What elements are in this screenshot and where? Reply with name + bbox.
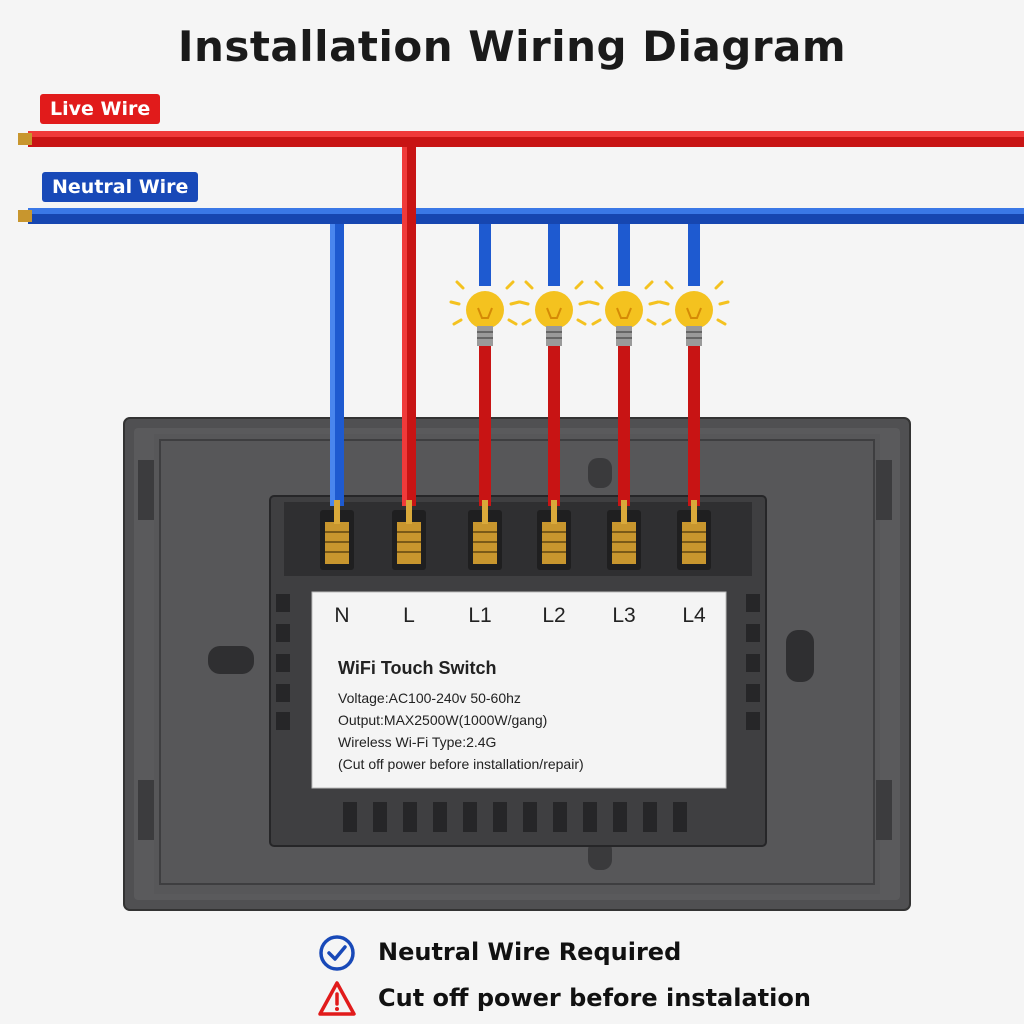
neutral-main-wire (18, 208, 1024, 224)
label-card-voltage: Voltage:AC100-240v 50-60hz (338, 690, 521, 706)
page-title: Installation Wiring Diagram (177, 22, 847, 71)
load-wires (479, 224, 700, 506)
light-bulb-icon (588, 280, 660, 346)
light-bulb-icon (658, 280, 730, 346)
light-bulb-icon (449, 280, 521, 346)
warning-triangle-icon (318, 981, 356, 1016)
live-wire-label: Live Wire (40, 94, 161, 124)
light-bulb-icon (518, 280, 590, 346)
label-card-wireless: Wireless Wi-Fi Type:2.4G (338, 734, 497, 750)
neutral-required-note: Neutral Wire Required (378, 938, 682, 966)
check-circle-icon (319, 935, 355, 971)
terminal-label-l3: L3 (612, 604, 636, 627)
terminal-label-l: L (403, 604, 415, 627)
neutral-wire-label: Neutral Wire (42, 172, 199, 202)
live-drop-wire (402, 147, 416, 506)
label-card-caution: (Cut off power before installation/repai… (338, 756, 584, 772)
label-card-title: WiFi Touch Switch (338, 658, 497, 678)
switch-module-body (269, 495, 767, 847)
neutral-drop-wire (330, 224, 344, 506)
cut-power-note: Cut off power before instalation (378, 984, 811, 1012)
terminal-label-n: N (334, 604, 350, 627)
terminal-label-l2: L2 (542, 604, 566, 627)
terminal-screws (320, 500, 711, 570)
label-card-output: Output:MAX2500W(1000W/gang) (338, 712, 548, 728)
terminal-label-l4: L4 (682, 604, 706, 627)
terminal-label-l1: L1 (468, 604, 492, 627)
live-main-wire (18, 131, 1024, 147)
